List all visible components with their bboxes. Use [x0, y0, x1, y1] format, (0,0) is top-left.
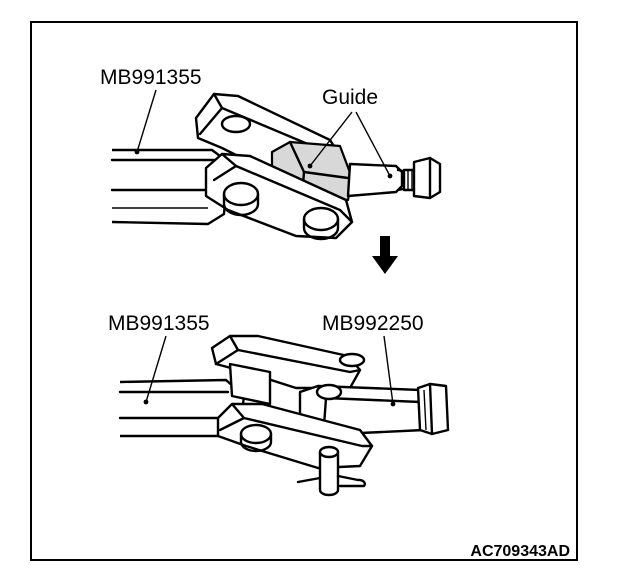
- bottom-tool-leader: [145, 335, 167, 403]
- top-tool-leader: [136, 89, 157, 153]
- pin-tool-leader: [383, 335, 394, 405]
- guide-leader-right: [355, 111, 391, 177]
- guide-shaft: [346, 162, 404, 198]
- bottom-tool-label: MB991355: [108, 312, 210, 335]
- bottom-pin-left: [239, 423, 273, 453]
- figure-frame: [30, 21, 578, 561]
- cotter-pin: [296, 445, 367, 497]
- top-pin-left: [222, 181, 260, 217]
- guide-bolt: [402, 156, 442, 200]
- guide-label: Guide: [322, 86, 378, 109]
- down-arrow-icon: [372, 236, 398, 274]
- top-tool-label: MB991355: [100, 66, 202, 89]
- figure-code: AC709343AD: [470, 543, 570, 560]
- top-tool-assembly: [110, 92, 442, 241]
- bottom-tool-assembly: [118, 334, 450, 497]
- pin-tool-cap: [416, 382, 450, 436]
- guide-leader-left: [309, 111, 353, 167]
- pin-tool-label: MB992250: [322, 312, 424, 335]
- top-pin-right: [302, 206, 340, 241]
